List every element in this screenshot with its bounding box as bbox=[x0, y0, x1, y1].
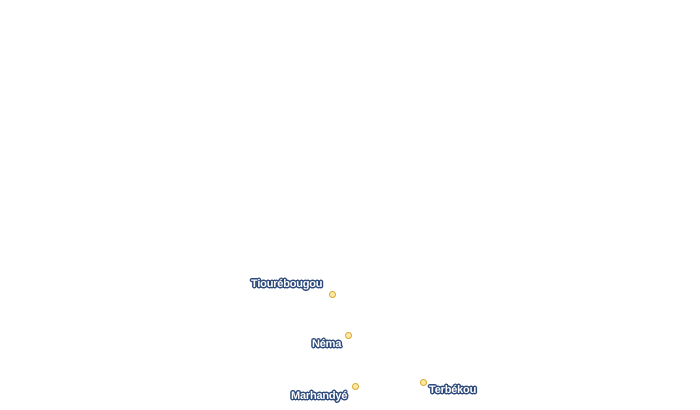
place-dot-icon[interactable] bbox=[345, 332, 352, 339]
place-label: Marhandyé bbox=[291, 390, 348, 402]
place-dot-icon[interactable] bbox=[420, 379, 427, 386]
place-dot-icon[interactable] bbox=[352, 383, 359, 390]
place-label: Terbékou bbox=[429, 384, 477, 396]
place-label: Néma bbox=[312, 338, 342, 350]
place-label: Tiourébougou bbox=[251, 278, 323, 290]
place-dot-icon[interactable] bbox=[329, 291, 336, 298]
